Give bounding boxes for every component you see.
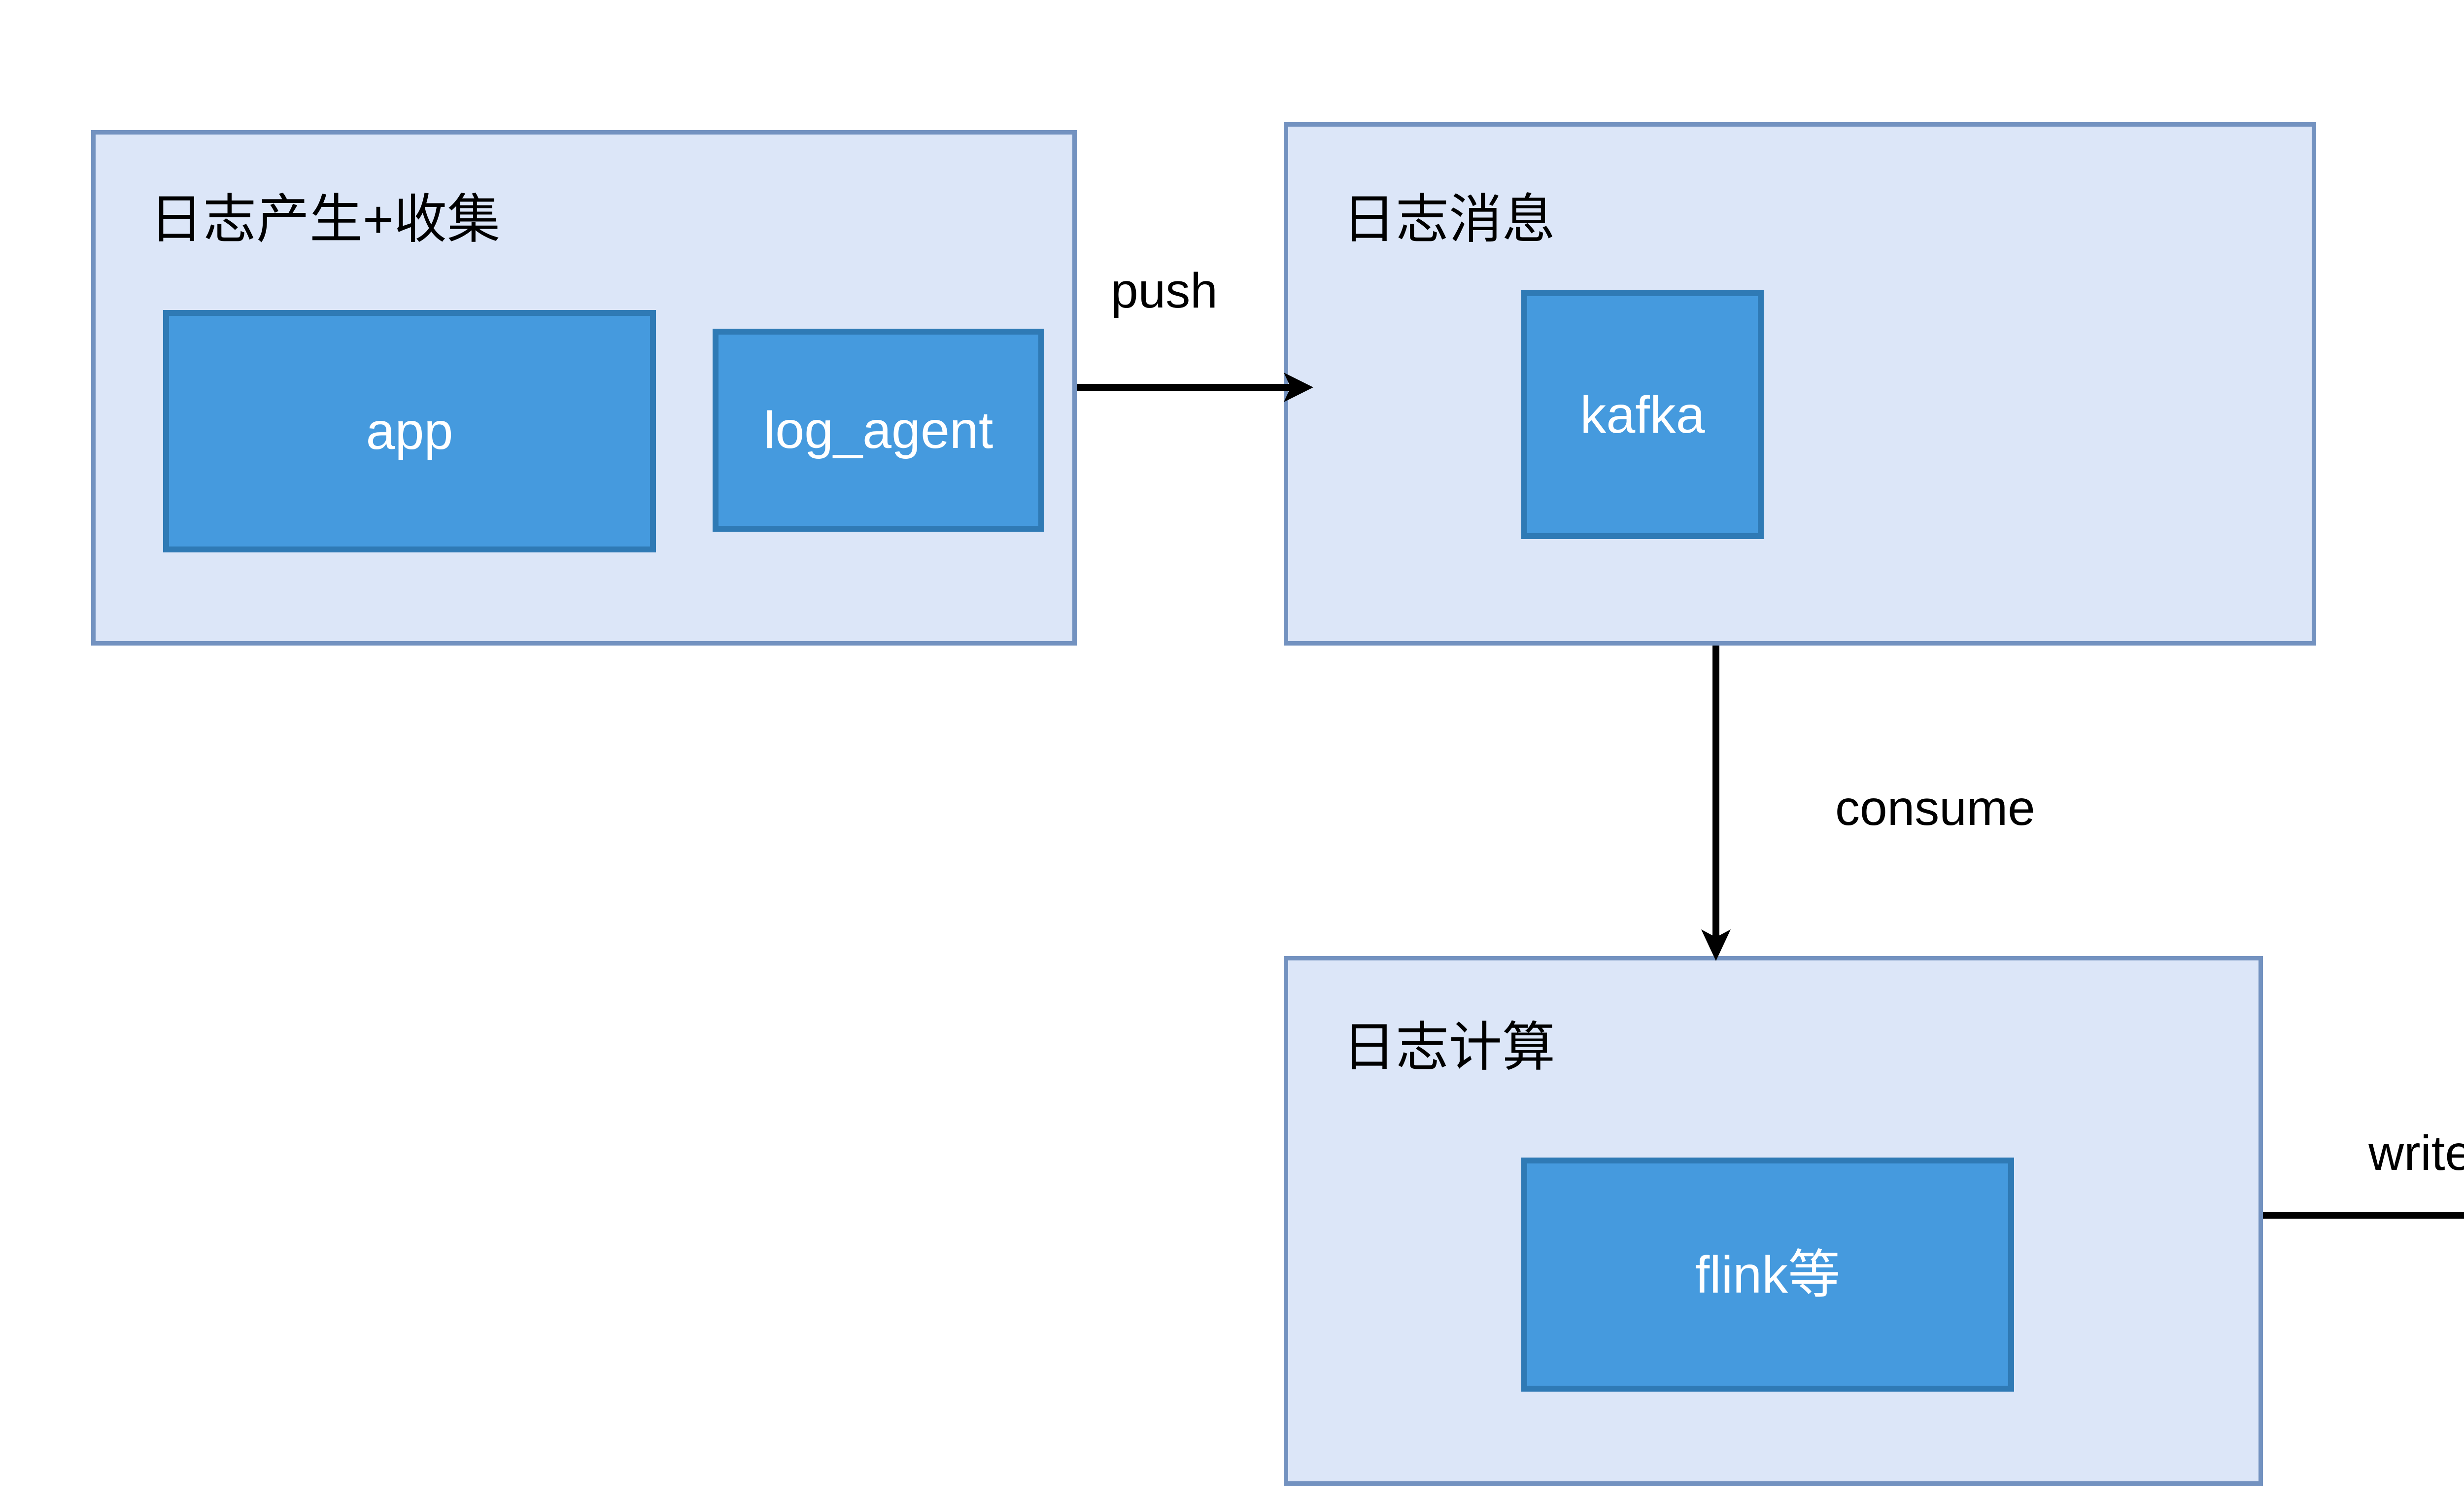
group-title-log-compute: 日志计算 (1342, 1017, 1556, 1077)
group-title-log-produce-collect: 日志产生+收集 (150, 189, 501, 249)
group-title-log-message: 日志消息 (1342, 189, 1556, 249)
node-label-log-agent: log_agent (763, 401, 993, 459)
edge-push (1077, 345, 1313, 434)
edge-label-write: write (2368, 1126, 2464, 1181)
node-flink[interactable]: flink等 (1521, 1158, 2014, 1392)
edge-label-push: push (1111, 263, 1218, 318)
node-kafka[interactable]: kafka (1521, 290, 1764, 539)
group-log-produce-collect[interactable]: 日志产生+收集 app log_agent (91, 130, 1077, 646)
node-log-agent[interactable]: log_agent (713, 329, 1044, 532)
node-label-app: app (366, 402, 453, 460)
consume-arrow-head (1701, 929, 1731, 961)
group-log-message[interactable]: 日志消息 kafka (1284, 122, 2316, 646)
push-arrow-head (1284, 373, 1313, 402)
group-log-compute[interactable]: 日志计算 flink等 (1284, 956, 2263, 1486)
node-label-flink: flink等 (1695, 1245, 1841, 1304)
edge-write (2263, 1173, 2464, 1262)
edge-consume (1685, 646, 1749, 961)
node-app[interactable]: app (163, 310, 656, 552)
edge-label-consume: consume (1832, 784, 2038, 833)
node-label-kafka: kafka (1580, 385, 1705, 444)
